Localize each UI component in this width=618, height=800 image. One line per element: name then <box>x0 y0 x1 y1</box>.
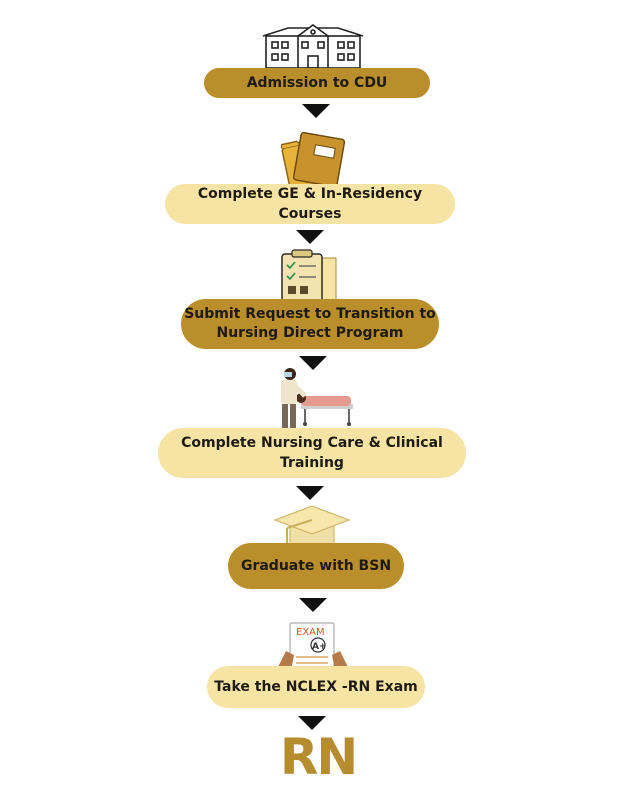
folders-icon <box>281 131 346 192</box>
arrow-3 <box>299 356 327 370</box>
arrow-5 <box>299 598 327 612</box>
step-nclex-exam: Take the NCLEX -RN Exam <box>207 666 425 708</box>
step-graduate-bsn: Graduate with BSN <box>228 543 404 589</box>
arrow-1 <box>302 104 330 118</box>
step-transition-request-label: Submit Request to Transition to Nursing … <box>184 306 436 341</box>
school-building-icon <box>262 24 364 69</box>
arrow-4 <box>296 486 324 500</box>
step-admission: Admission to CDU <box>204 68 430 98</box>
step-ge-courses: Complete GE & In-Residency Courses <box>165 184 455 224</box>
exam-paper-title: EXAM <box>296 627 325 638</box>
step-transition-request: Submit Request to Transition to Nursing … <box>181 299 439 349</box>
step-nursing-clinical: Complete Nursing Care & Clinical Trainin… <box>158 428 466 478</box>
nurse-patient-icon <box>280 368 353 438</box>
arrow-6 <box>298 716 326 730</box>
arrow-2 <box>296 230 324 244</box>
exam-grade: A+ <box>312 642 327 652</box>
rn-badge: RN <box>279 728 358 786</box>
clipboard-checklist-icon <box>281 249 337 307</box>
